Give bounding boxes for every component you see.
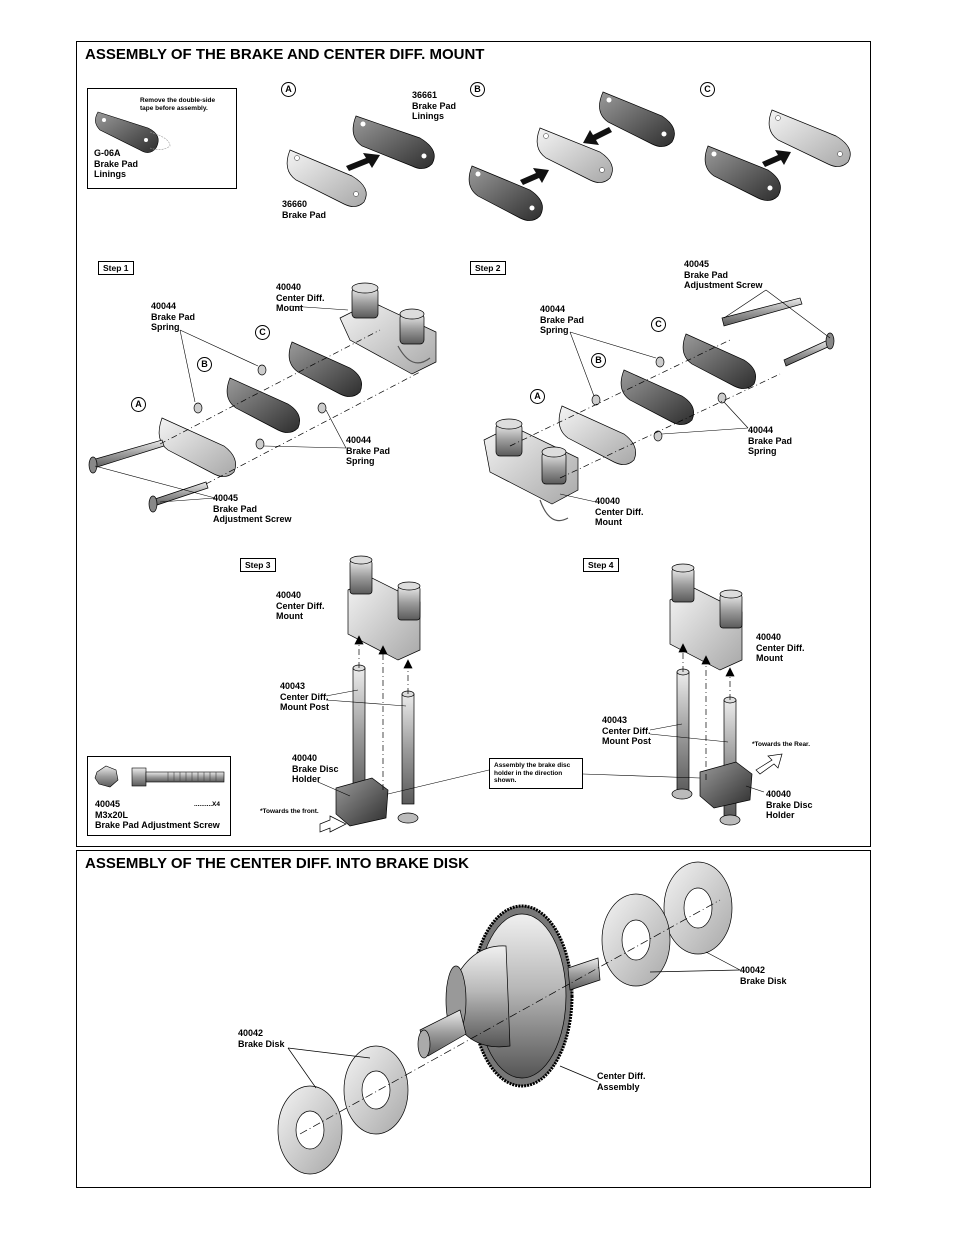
step1-spring-bottom: 40044 Brake Pad Spring — [346, 435, 391, 466]
circle-a-step1: A — [131, 397, 146, 412]
step3-illustration — [317, 555, 421, 833]
center-diff-illustration — [277, 861, 741, 1175]
step2-spring-right: 40044 Brake Pad Spring — [748, 425, 793, 456]
circle-b-top: B — [470, 82, 485, 97]
parts-box-code: 40045 M3x20L Brake Pad Adjustment Screw — [95, 799, 220, 830]
parts-box-screw — [94, 765, 225, 788]
direction-note-box — [489, 758, 583, 789]
circle-a-top: A — [281, 82, 296, 97]
step1-center-mount: 40040 Center Diff. Mount — [276, 282, 325, 313]
step2-screw: 40045 Brake Pad Adjustment Screw — [684, 259, 763, 290]
step4-illustration — [649, 563, 783, 826]
note-leaders — [387, 769, 701, 795]
step3-post: 40043 Center Diff. Mount Post — [280, 681, 329, 712]
brake-mount-title: ASSEMBLY OF THE BRAKE AND CENTER DIFF. M… — [85, 46, 485, 63]
step3-label: Step 3 — [240, 558, 276, 572]
step1-screw: 40045 Brake Pad Adjustment Screw — [213, 493, 292, 524]
label-36660: 36660 Brake Pad — [282, 199, 327, 220]
step2-spring-top: 40044 Brake Pad Spring — [540, 304, 585, 335]
step4-holder: 40040 Brake Disc Holder — [766, 789, 813, 820]
circle-b-step1: B — [197, 357, 212, 372]
pad-set-b — [468, 91, 675, 221]
step2-center-mount: 40040 Center Diff. Mount — [595, 496, 644, 527]
step1-illustration — [88, 282, 437, 513]
label-36661: 36661 Brake Pad Linings — [412, 90, 457, 121]
step4-towards: *Towards the Rear. — [752, 741, 811, 748]
circle-a-step2: A — [530, 389, 545, 404]
step3-center-mount: 40040 Center Diff. Mount — [276, 590, 325, 621]
step4-label: Step 4 — [583, 558, 619, 572]
step2-label: Step 2 — [470, 261, 506, 275]
step4-center-mount: 40040 Center Diff. Mount — [756, 632, 805, 663]
disk-left-label: 40042 Brake Disk — [238, 1028, 285, 1049]
inset-lining-illustration — [95, 111, 171, 153]
step2-illustration — [483, 289, 835, 522]
step4-post: 40043 Center Diff. Mount Post — [602, 715, 651, 746]
inset-note: Remove the double-side tape before assem… — [140, 97, 216, 112]
pad-set-a — [286, 115, 435, 207]
inset-part-label: G-06A Brake Pad Linings — [94, 148, 139, 179]
lining-inset-box — [87, 88, 237, 189]
brake-mount-panel — [76, 41, 871, 847]
circle-c-top: C — [700, 82, 715, 97]
circle-b-step2: B — [591, 353, 606, 368]
circle-c-step2: C — [651, 317, 666, 332]
center-diff-title: ASSEMBLY OF THE CENTER DIFF. INTO BRAKE … — [85, 855, 469, 872]
step1-spring-top: 40044 Brake Pad Spring — [151, 301, 196, 332]
center-diff-panel — [76, 850, 871, 1188]
center-diff-label: Center Diff. Assembly — [597, 1071, 646, 1092]
disk-right-label: 40042 Brake Disk — [740, 965, 787, 986]
parts-box-qty: ..........X4 — [194, 801, 221, 808]
step3-towards: *Towards the front. — [260, 808, 319, 815]
step3-holder: 40040 Brake Disc Holder — [292, 753, 339, 784]
direction-note: Assembly the brake disc holder in the di… — [494, 762, 571, 784]
step1-label: Step 1 — [98, 261, 134, 275]
pad-set-c — [704, 109, 851, 201]
circle-c-step1: C — [255, 325, 270, 340]
